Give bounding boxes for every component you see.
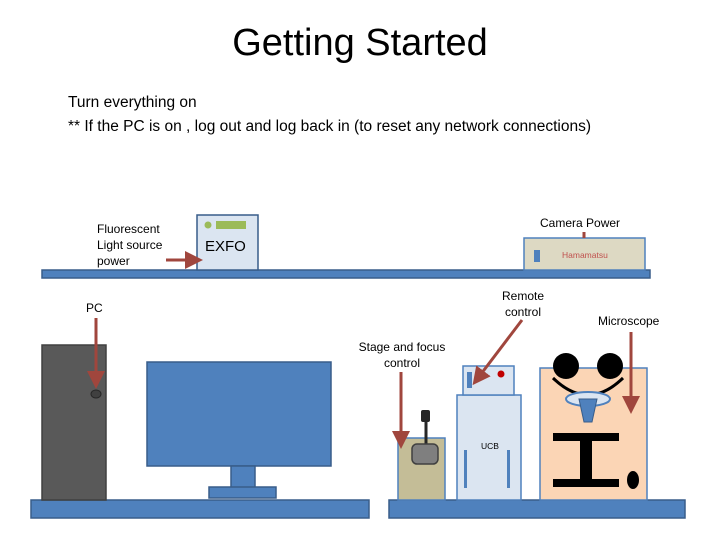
page-title: Getting Started [232,22,488,64]
focus-knob [627,471,639,489]
remote-slot [467,372,472,388]
upper-shelf [41,269,651,279]
lower-shelf-right [388,499,686,519]
stage-base [553,479,619,487]
label-microscope: Microscope [598,314,660,328]
arrow-remote [472,319,524,386]
instruction-line-1: Turn everything on [68,94,197,111]
pointer-arrows [87,232,640,449]
exfo-light-source: EXFO [196,214,259,271]
label-stage-focus: Stage and focus control [358,340,446,370]
label-camera-power: Camera Power [540,216,621,230]
stage-bar [553,433,619,441]
label-pc: PC [86,301,103,315]
exfo-label: EXFO [205,238,246,255]
label-fluorescent-power: Fluorescent Light source power [97,222,163,268]
exfo-display [216,221,246,229]
label-remote-control: Remote control [501,289,545,319]
ucb-slot-2 [507,450,510,488]
joystick-knob [411,443,439,465]
eyepiece-right [597,353,623,379]
instruction-line-2: ** If the PC is on , log out and log bac… [68,118,591,135]
stage-focus-controller [397,410,446,501]
remote-led [497,370,505,378]
stage-post [580,441,592,479]
pc-tower [41,344,107,501]
joystick-top [421,410,430,422]
objective-lens [578,398,598,423]
eyepiece-left [553,353,579,379]
monitor [146,361,332,499]
ucb-remote-unit: UCB [456,365,522,501]
ucb-label: UCB [481,441,499,451]
exfo-power-light [204,221,212,229]
pc-power-button [90,389,102,399]
microscope [539,353,648,501]
lower-shelf-left [30,499,370,519]
ucb-slot-1 [464,450,467,488]
hamamatsu-label: Hamamatsu [562,250,608,260]
hamamatsu-power-unit: Hamamatsu [523,237,646,271]
hamamatsu-switch [534,250,540,262]
